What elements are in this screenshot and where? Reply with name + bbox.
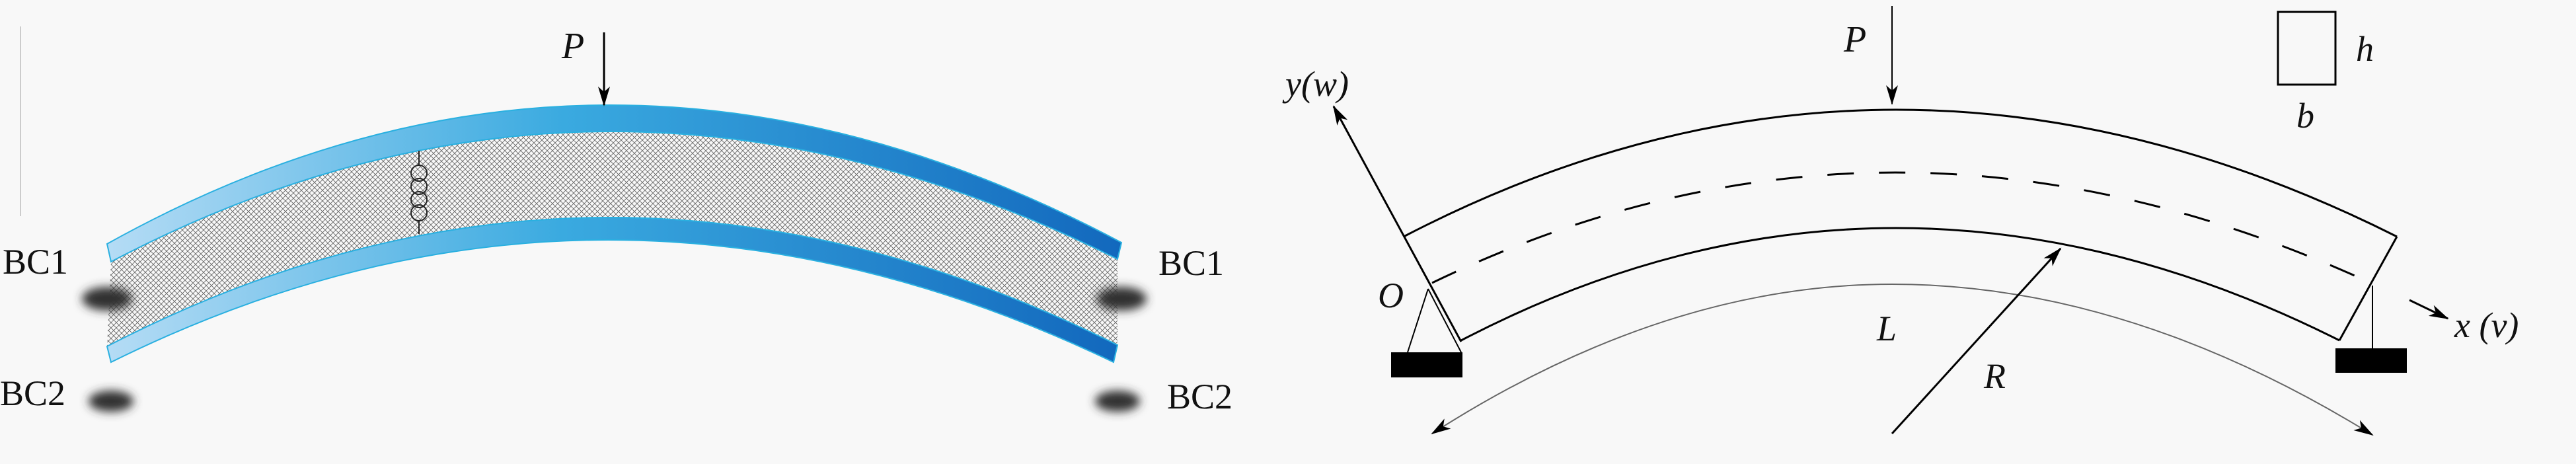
load-label: P xyxy=(561,26,584,67)
bc1-left-support-icon xyxy=(82,287,132,311)
height-label: h xyxy=(2356,29,2374,69)
radius-label: R xyxy=(1983,356,2006,396)
bc2-right-support-icon xyxy=(1095,391,1140,412)
support-blobs xyxy=(82,287,1147,412)
y-axis-arrow xyxy=(1332,105,1462,342)
radius-arrow xyxy=(1891,247,2062,435)
neutral-axis-dashed xyxy=(1431,171,2377,287)
length-arc xyxy=(1431,284,1893,435)
bc2-left-label: BC2 xyxy=(0,373,65,413)
y-axis-label: y(w) xyxy=(1282,64,1349,104)
bc1-right-label: BC1 xyxy=(1158,243,1224,283)
x-axis-label: x (v) xyxy=(2454,305,2519,345)
cross-section-rect xyxy=(2277,11,2337,86)
right-clamp-support xyxy=(2335,286,2407,373)
bc2-right-label: BC2 xyxy=(1167,377,1232,416)
length-arc-right xyxy=(1891,284,2374,436)
load-label-right: P xyxy=(1843,19,1866,60)
left-clamp-support xyxy=(1391,288,1462,377)
bc1-left-label: BC1 xyxy=(3,242,68,282)
bc2-left-support-icon xyxy=(89,391,133,412)
core-hatch xyxy=(107,131,1118,346)
length-label: L xyxy=(1876,309,1897,348)
beam-outline xyxy=(1403,108,2398,342)
x-axis-arrow xyxy=(2409,299,2449,320)
width-label: b xyxy=(2296,96,2314,135)
bottom-face-sheet xyxy=(106,217,1119,364)
bc1-right-support-icon xyxy=(1096,287,1147,311)
origin-label: O xyxy=(1378,276,1404,315)
spring-icon xyxy=(410,151,428,234)
top-face-sheet xyxy=(106,104,1123,263)
